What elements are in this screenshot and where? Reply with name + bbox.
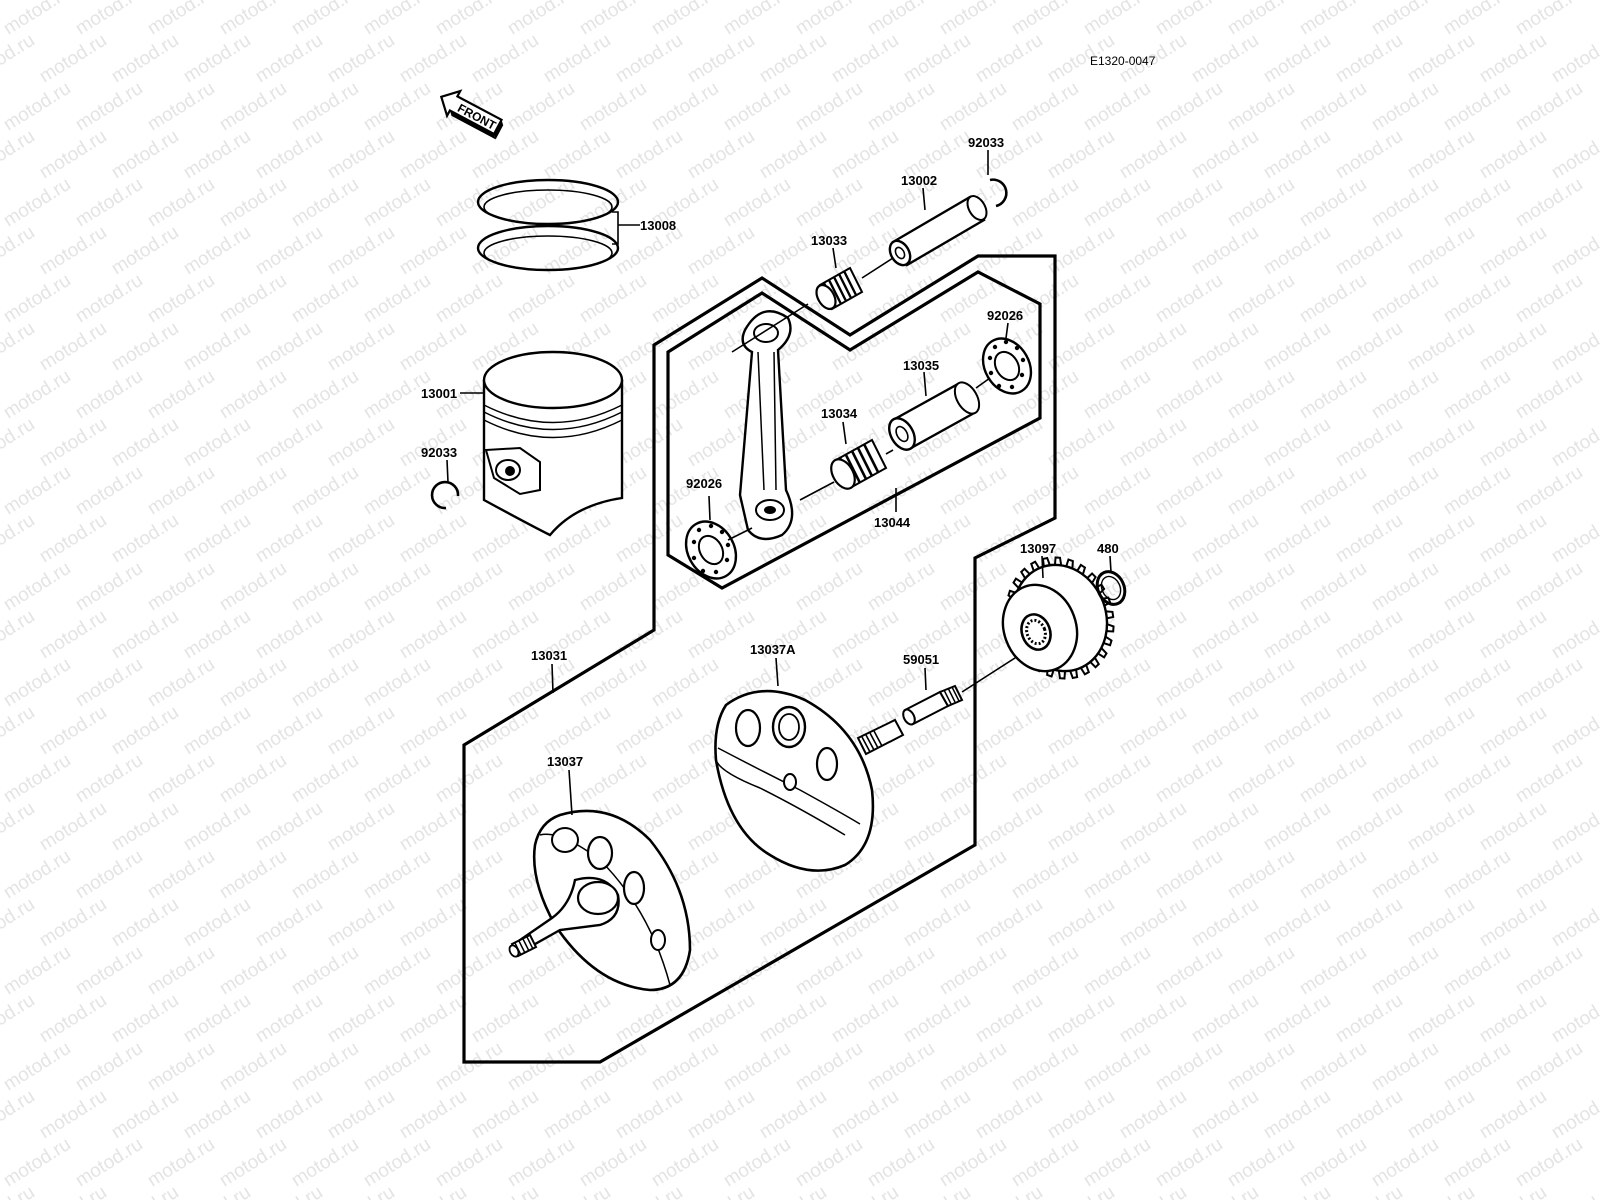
label-13037: 13037 [547, 754, 583, 769]
label-59051: 59051 [903, 652, 939, 667]
piston-pin-part [888, 195, 988, 267]
big-end-bearing-part [830, 438, 888, 490]
flywheel-left-part [508, 809, 692, 992]
label-92033-left: 92033 [421, 445, 457, 460]
label-13033: 13033 [811, 233, 847, 248]
thrust-washer-upper-part [981, 337, 1033, 395]
circlip-left-part [430, 480, 460, 510]
label-480: 480 [1097, 541, 1119, 556]
label-13034: 13034 [821, 406, 858, 421]
pin-59051-part [902, 684, 964, 726]
label-13035: 13035 [903, 358, 939, 373]
label-92026-upper: 92026 [987, 308, 1023, 323]
crank-pin-part [888, 381, 981, 451]
crankshaft-assembly-outline [462, 254, 1057, 1064]
label-13008: 13008 [640, 218, 676, 233]
connecting-rod-part [738, 310, 794, 541]
label-92033-right: 92033 [968, 135, 1004, 150]
front-arrow-icon: FRONT [439, 89, 504, 140]
circlip-480-part [1095, 570, 1127, 606]
label-13044: 13044 [874, 515, 911, 530]
piston-part [482, 350, 624, 537]
piston-rings-part [476, 178, 620, 272]
small-end-bearing-part [815, 266, 864, 311]
label-13002: 13002 [901, 173, 937, 188]
gear-13097-part [1001, 556, 1115, 680]
label-13097: 13097 [1020, 541, 1056, 556]
diagram-code: E1320-0047 [1090, 54, 1156, 68]
label-13037A: 13037A [750, 642, 796, 657]
label-13001: 13001 [421, 386, 457, 401]
label-92026-lower: 92026 [686, 476, 722, 491]
flywheel-right-part [714, 689, 905, 872]
conrod-set-outline [666, 270, 1042, 590]
thrust-washer-lower-part [684, 520, 738, 580]
label-13031: 13031 [531, 648, 567, 663]
circlip-right-part [989, 178, 1008, 208]
